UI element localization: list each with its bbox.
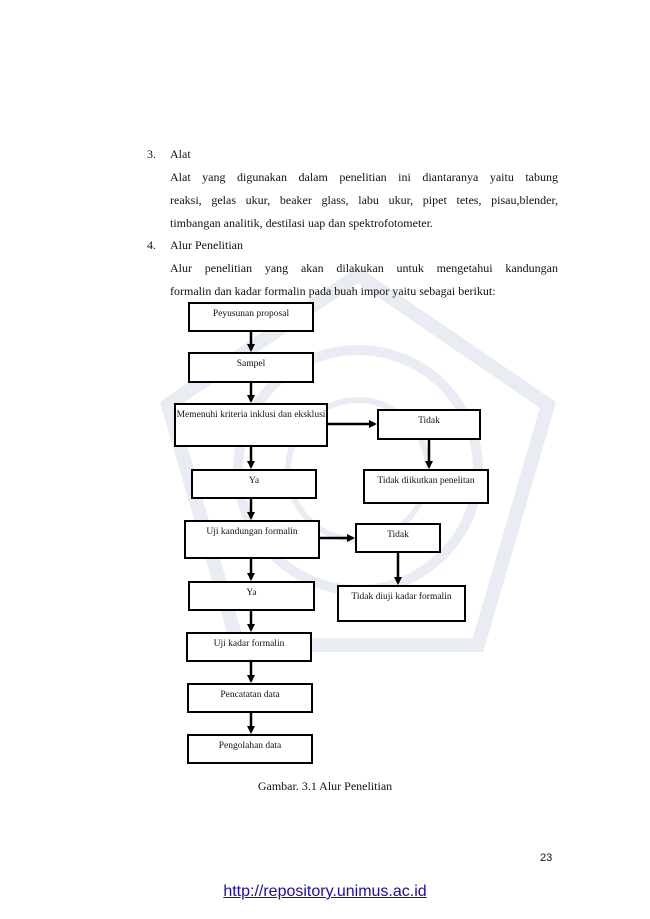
flow-box-pengolahan: Pengolahan data <box>187 734 313 764</box>
flow-box-uji-kandungan: Uji kandungan formalin <box>184 520 320 559</box>
flow-box-sampel: Sampel <box>188 352 314 383</box>
paragraph-line: Alur penelitian yang akan dilakukan untu… <box>170 261 558 275</box>
section-4-number: 4. <box>147 238 156 252</box>
page-number: 23 <box>540 852 553 864</box>
repository-link[interactable]: http://repository.unimus.ac.id <box>223 883 427 900</box>
flow-box-proposal: Peyusunan proposal <box>188 302 314 332</box>
paragraph-line: reaksi, gelas ukur, beaker glass, labu u… <box>170 193 558 207</box>
paragraph-line: Alat yang digunakan dalam penelitian ini… <box>170 170 558 184</box>
flow-box-tidak-2: Tidak <box>355 523 441 553</box>
paragraph-line: timbangan analitik, destilasi uap dan sp… <box>170 216 433 230</box>
flow-box-ya-2: Ya <box>188 581 315 611</box>
flow-box-uji-kadar: Uji kadar formalin <box>186 632 312 662</box>
flow-box-ya-1: Ya <box>191 469 317 499</box>
section-4-paragraph: Alur penelitian yang akan dilakukan untu… <box>170 257 558 303</box>
flow-box-tidak-diuji: Tidak diuji kadar formalin <box>337 585 466 622</box>
section-3-heading: Alat <box>170 147 191 161</box>
flow-box-pencatatan: Pencatatan data <box>187 683 313 713</box>
section-3-number: 3. <box>147 147 156 161</box>
flow-box-tidak-1: Tidak <box>377 409 481 440</box>
section-3-paragraph: Alat yang digunakan dalam penelitian ini… <box>170 166 558 235</box>
flow-box-kriteria: Memenuhi kriteria inklusi dan eksklusi <box>174 403 328 447</box>
figure-caption: Gambar. 3.1 Alur Penelitian <box>257 779 393 793</box>
section-4-heading: Alur Penelitian <box>170 238 243 252</box>
paragraph-line: formalin dan kadar formalin pada buah im… <box>170 284 496 298</box>
flow-box-tidak-diikutkan: Tidak diikutkan penelitan <box>363 469 489 504</box>
